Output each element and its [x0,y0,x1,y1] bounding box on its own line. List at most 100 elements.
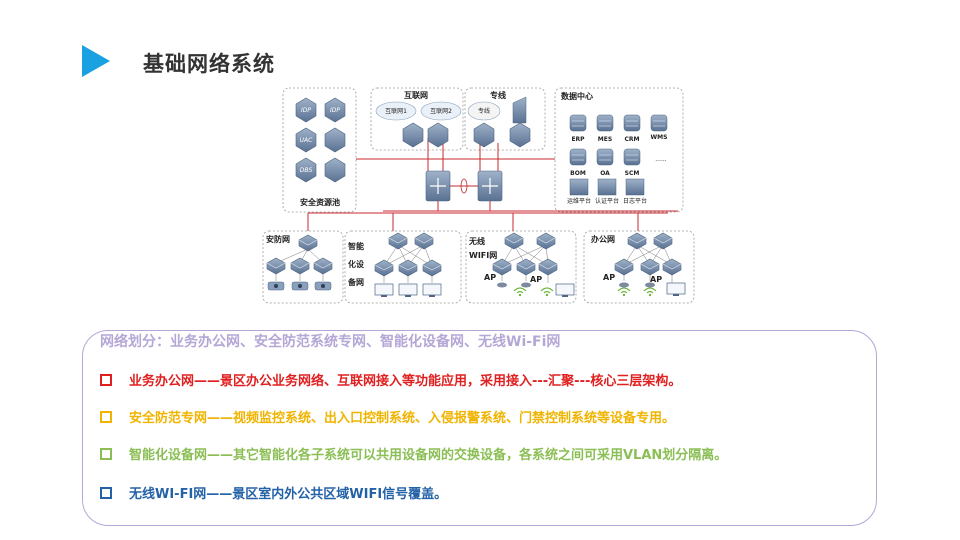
pool-label-dbs: DBS [300,167,313,174]
internet-link-1: 互联网1 [385,107,407,115]
security-camera-2 [291,281,309,291]
leased-cloud [467,101,501,121]
office-agg-switch-2 [653,232,673,250]
pool-label-uac: UAC [300,137,313,144]
network-topology-diagram: IDP IDP UAC DBS 安全资源池 互联网 互联网1 互联网2 专线 专… [262,87,695,304]
security-agg-switch [298,234,318,252]
office-ap-label-2: AP [650,275,662,284]
pool-title: 安全资源池 [300,197,340,207]
bullet-smart-device-network: 智能化设备网——其它智能化各子系统可以共用设备网的交换设备，各系统之间可采用VL… [100,444,727,463]
internet-frame [370,87,464,151]
internet-firewall-1 [402,122,424,148]
bullet-text: 业务办公网——景区办公业务网络、互联网接入等功能应用，采用接入---汇聚---核… [129,374,682,389]
office-agg-switch-1 [627,232,647,250]
pool-label-idp-2: IDP [330,107,340,114]
leased-line-frame [464,87,546,151]
pool-hex-misc [324,157,346,183]
smart-terminal-3 [422,283,442,298]
wifi-signal-icon-2 [540,287,554,297]
core-switch-1 [425,170,451,202]
bullet-text: 无线WI-FI网——景区室内外公共区域WIFI信号覆盖。 [129,487,448,502]
security-access-switch-3 [313,257,333,275]
wifi-ap-2 [521,282,531,288]
zone-smart-label-2: 化设 [348,259,364,269]
office-ap-1 [619,282,629,288]
internet-title: 互联网 [404,90,428,100]
square-bullet-icon [100,486,112,499]
wifi-pc [555,283,575,298]
zone-wifi-label-1: 无线 [468,236,485,246]
dc-db-erp [569,114,587,132]
smart-terminal-1 [374,283,394,298]
office-access-switch-1 [614,258,634,276]
bullet-text: 智能化设备网——其它智能化各子系统可以共用设备网的交换设备，各系统之间可采用VL… [129,448,728,463]
internet-link-2: 互联网2 [430,107,452,115]
office-access-switch-2 [640,258,660,276]
square-bullet-icon [100,447,112,460]
dc-label-oa: OA [600,170,610,177]
smart-access-switch-2 [398,259,418,277]
dc-db-mes [596,114,614,132]
internet-cloud-1 [375,101,417,121]
smart-access-switch-1 [374,259,394,277]
wifi-agg-switch-1 [504,232,524,250]
dc-label-log: 日志平台 [623,197,647,205]
leased-title: 专线 [490,90,506,100]
dc-label-bom: BOM [570,170,586,177]
zone-wifi-label-2: WIFI网 [469,251,497,260]
zone-wifi-frame [465,230,577,304]
dc-platform-log [625,178,645,196]
dc-platform-auth [597,178,617,196]
square-bullet-icon [100,373,112,386]
leased-router-2 [509,122,531,148]
zone-office-label: 办公网 [591,234,615,244]
dc-label-more: ...... [655,156,667,163]
square-bullet-icon [100,410,112,423]
security-pool-frame [282,87,357,213]
internet-cloud-2 [420,101,462,121]
dc-title: 数据中心 [561,91,593,101]
zone-security-frame [262,230,344,304]
internet-firewall-2 [427,122,449,148]
zone-office-frame [583,230,695,304]
info-heading: 网络划分：业务办公网、安全防范系统专网、智能化设备网、无线Wi-Fi网 [100,334,561,350]
dc-db-wms [650,114,668,132]
dc-label-auth: 认证平台 [595,197,619,205]
zone-security-label: 安防网 [266,234,290,244]
data-center-frame [554,87,684,213]
zone-smart-label-3: 备网 [347,277,364,287]
page-title: 基础网络系统 [143,52,275,76]
office-ap-label-1: AP [603,273,615,282]
dc-label-mes: MES [598,136,612,143]
wifi-agg-switch-2 [536,232,556,250]
dc-db-oa [596,148,614,166]
dc-label-crm: CRM [625,136,640,143]
smart-agg-switch-1 [388,232,408,250]
office-ap-2 [645,282,655,288]
pool-label-idp-1: IDP [301,107,311,114]
smart-agg-switch-2 [414,232,434,250]
wifi-ap-1 [497,282,507,288]
dc-db-crm [623,114,641,132]
dc-label-scm: SCM [625,170,640,177]
smart-terminal-2 [398,283,418,298]
wifi-ap-label-1: AP [484,273,496,282]
zone-smart-frame [344,230,462,304]
dc-platform-ops [569,178,589,196]
leased-router-1 [473,122,495,148]
core-switch-2 [477,170,503,202]
security-camera-3 [314,281,332,291]
title-arrow-icon [82,45,110,77]
wifi-signal-icon-1 [513,287,527,297]
dc-db-scm [623,148,641,166]
bullet-wifi-network: 无线WI-FI网——景区室内外公共区域WIFI信号覆盖。 [100,483,447,502]
zone-smart-label-1: 智能 [348,241,364,251]
office-signal-icon-2 [643,287,657,297]
security-access-switch-2 [290,257,310,275]
leased-building-icon [512,96,527,124]
dc-label-wms: WMS [651,134,668,141]
bullet-security-network: 安全防范专网——视频监控系统、出入口控制系统、入侵报警系统、门禁控制系统等设备专… [100,407,675,426]
wifi-ap-label-2: AP [530,275,542,284]
wifi-access-switch-2 [516,258,536,276]
bullet-office-network: 业务办公网——景区办公业务网络、互联网接入等功能应用，采用接入---汇聚---核… [100,370,681,389]
